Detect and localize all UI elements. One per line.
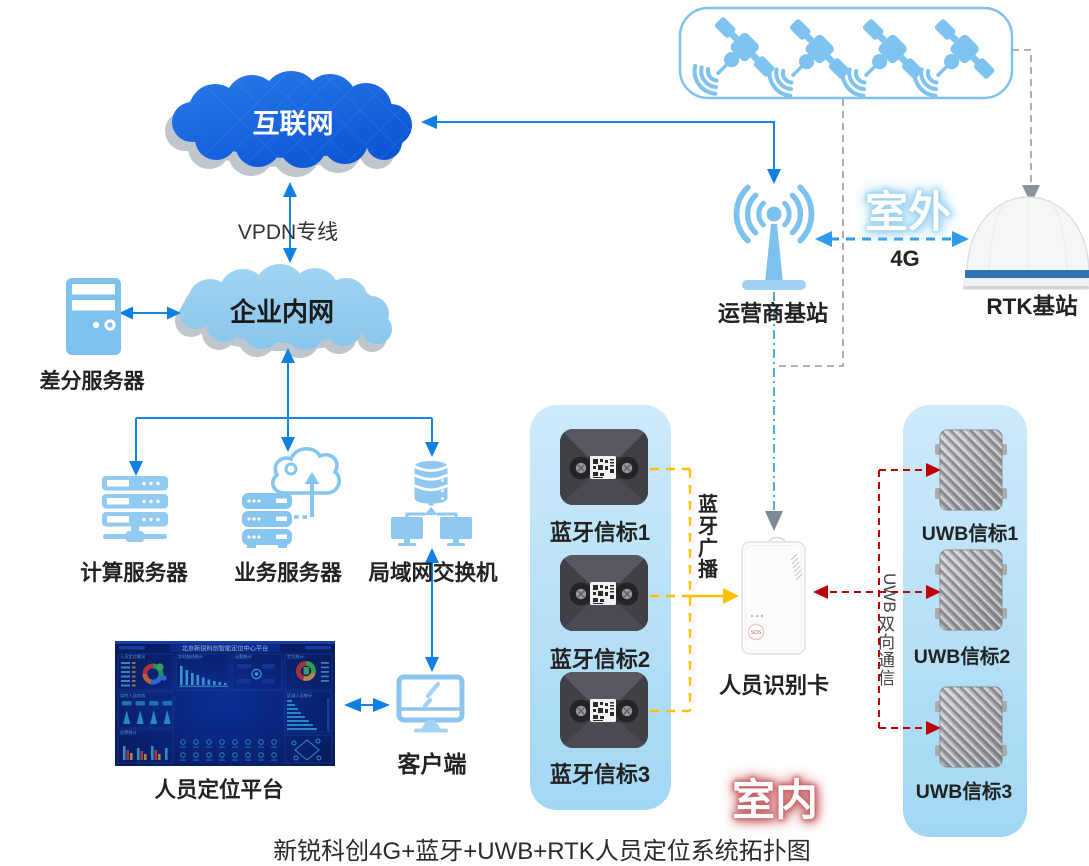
svg-text:SOS: SOS: [751, 630, 762, 636]
svg-text:出勤统计: 出勤统计: [235, 653, 252, 660]
svg-text:实时人员状态: 实时人员状态: [120, 692, 145, 699]
svg-text:人员定位概况: 人员定位概况: [120, 653, 146, 660]
svg-text:北京新锐科创智能定位中心平台: 北京新锐科创智能定位中心平台: [182, 645, 269, 653]
svg-text:区域人员统计: 区域人员统计: [287, 692, 312, 699]
svg-text:定位统计: 定位统计: [287, 653, 304, 660]
svg-text:实时曲线统计: 实时曲线统计: [178, 653, 203, 660]
svg-text:告警统计: 告警统计: [120, 729, 137, 736]
